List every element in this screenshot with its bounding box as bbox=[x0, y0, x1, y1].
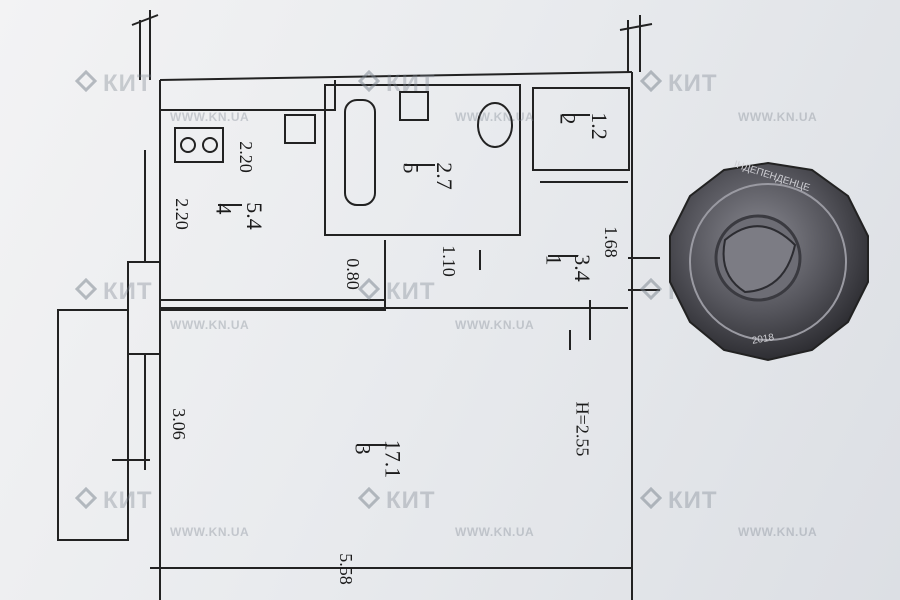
kit-logo-icon bbox=[358, 278, 380, 303]
watermark-logo: КИТ bbox=[358, 70, 436, 98]
top-right-break-mark bbox=[619, 15, 653, 72]
kit-logo-icon bbox=[358, 70, 380, 95]
balcony bbox=[57, 309, 129, 541]
watermark-logo: КИТ bbox=[75, 70, 153, 98]
watermark-url: WWW.KN.UA bbox=[738, 525, 818, 539]
toilet-room-wall bbox=[532, 87, 630, 171]
coin-relief bbox=[722, 225, 797, 294]
kit-logo-icon bbox=[75, 487, 97, 512]
dimension-ticks bbox=[479, 250, 591, 350]
watermark-url: WWW.KN.UA bbox=[738, 110, 818, 124]
toilet bbox=[477, 102, 513, 148]
coin-rim bbox=[689, 183, 847, 341]
watermark-logo: КИТ bbox=[75, 487, 153, 515]
watermark-url: WWW.KN.UA bbox=[455, 318, 535, 332]
bathtub bbox=[344, 99, 376, 206]
top-left-break-mark bbox=[131, 10, 159, 80]
burner bbox=[180, 137, 196, 153]
watermark-url: WWW.KN.UA bbox=[170, 318, 250, 332]
kit-logo-icon bbox=[358, 487, 380, 512]
watermark-url: WWW.KN.UA bbox=[170, 110, 250, 124]
watermark-logo: КИТ bbox=[640, 70, 718, 98]
stove bbox=[174, 127, 224, 163]
watermark-logo: КИТ bbox=[640, 487, 718, 515]
watermark-url: WWW.KN.UA bbox=[455, 110, 535, 124]
sink bbox=[399, 91, 429, 121]
watermark-url: WWW.KN.UA bbox=[170, 525, 250, 539]
kitchen-top-wall bbox=[160, 80, 336, 111]
bathroom-wall bbox=[324, 84, 521, 236]
watermark-logo: КИТ bbox=[358, 487, 436, 515]
kit-logo-icon bbox=[640, 487, 662, 512]
watermark-logo: КИТ bbox=[75, 278, 153, 306]
kitchen-sink bbox=[284, 114, 316, 144]
burner bbox=[202, 137, 218, 153]
kit-logo-icon bbox=[640, 278, 662, 303]
kit-logo-icon bbox=[75, 278, 97, 303]
kit-logo-icon bbox=[75, 70, 97, 95]
kit-logo-icon bbox=[640, 70, 662, 95]
top-wall bbox=[159, 71, 633, 81]
watermark-url: WWW.KN.UA bbox=[455, 525, 535, 539]
watermark-logo: КИТ bbox=[358, 278, 436, 306]
